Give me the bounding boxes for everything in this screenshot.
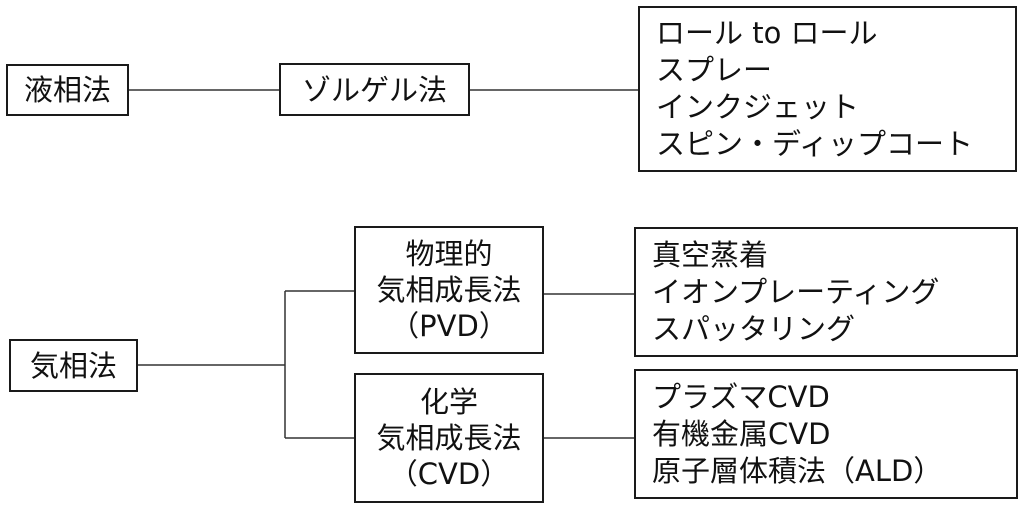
- pvd-label-line: （PVD）: [390, 309, 508, 343]
- technique-item: イオンプレーティング: [652, 274, 940, 309]
- pvd-label-line: 気相成長法: [376, 273, 522, 307]
- sol-gel-method-box: ゾルゲル法: [279, 63, 470, 116]
- technique-item: スパッタリング: [652, 311, 856, 346]
- cvd-label-line: 気相成長法: [376, 421, 522, 455]
- vapor-phase-method-box: 気相法: [9, 339, 138, 392]
- technique-item: ロール to ロール: [656, 16, 878, 50]
- technique-item: 原子層体積法（ALD）: [652, 453, 943, 488]
- sol-gel-method-label: ゾルゲル法: [301, 72, 447, 107]
- liquid-phase-method-label: 液相法: [23, 73, 111, 107]
- technique-item: プラズマCVD: [652, 379, 830, 414]
- cvd-label-line: （CVD）: [388, 457, 510, 491]
- cvd-method-box: 化学 気相成長法 （CVD）: [354, 373, 544, 503]
- technique-item: 有機金属CVD: [652, 416, 831, 451]
- cvd-label-line: 化学: [419, 385, 478, 419]
- pvd-method-box: 物理的 気相成長法 （PVD）: [354, 226, 544, 354]
- liquid-techniques-box: ロール to ロール スプレー インクジェット スピン・ディップコート: [638, 6, 1017, 172]
- pvd-techniques-box: 真空蒸着 イオンプレーティング スパッタリング: [634, 227, 1018, 357]
- pvd-label-line: 物理的: [405, 237, 493, 271]
- technique-item: 真空蒸着: [652, 237, 769, 272]
- technique-item: スプレー: [656, 53, 773, 87]
- technique-item: スピン・ディップコート: [656, 127, 973, 161]
- cvd-techniques-box: プラズマCVD 有機金属CVD 原子層体積法（ALD）: [634, 369, 1018, 499]
- liquid-phase-method-box: 液相法: [6, 64, 129, 116]
- technique-item: インクジェット: [656, 90, 860, 124]
- vapor-phase-method-label: 気相法: [29, 348, 117, 383]
